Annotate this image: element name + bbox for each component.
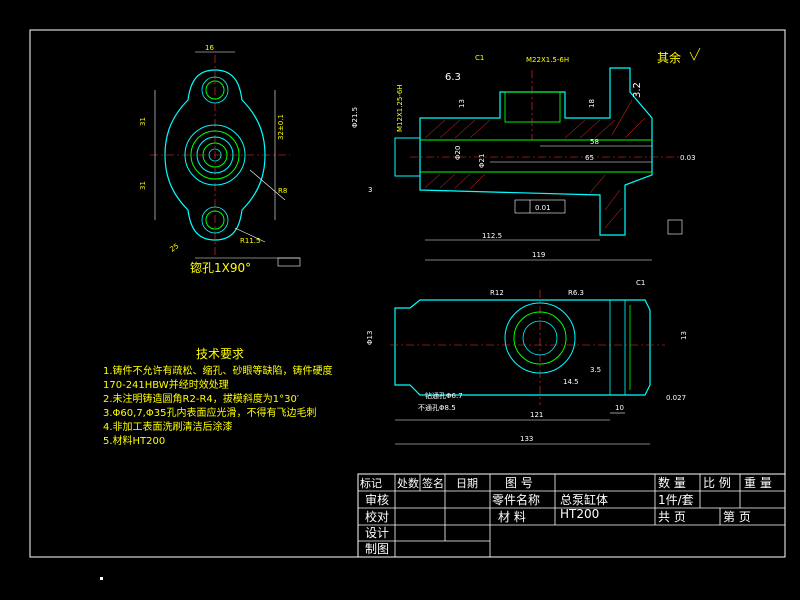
dim-c1-bottom: C1 bbox=[636, 279, 645, 287]
dim-58: 58 bbox=[590, 138, 599, 146]
dim-119: 119 bbox=[532, 251, 545, 259]
dim-d13b: 13 bbox=[680, 331, 688, 340]
dim-31-top: 31 bbox=[139, 117, 147, 126]
dim-roughness-3-2: 3.2 bbox=[632, 82, 643, 98]
tb-designer-label: 设计 bbox=[365, 526, 389, 540]
tech-req-title: 技术要求 bbox=[196, 347, 244, 361]
dim-m22: M22X1.5-6H bbox=[526, 56, 569, 64]
dim-c1-top: C1 bbox=[475, 54, 484, 62]
tech-req-item-2: 170-241HBW并经时效处理 bbox=[103, 378, 229, 391]
tb-part-name-label: 零件名称 bbox=[492, 492, 540, 507]
dim-phi13: Φ13 bbox=[366, 331, 374, 345]
dim-121: 121 bbox=[530, 411, 543, 419]
roughness-note: 其余 bbox=[657, 50, 681, 65]
drill-note: 钻通孔Φ6.7 bbox=[425, 391, 463, 400]
plan-view-bottom: 133 121 10 Φ13 13 R12 R6.3 C1 14.5 3.5 0… bbox=[366, 279, 688, 445]
dim-31-bottom: 31 bbox=[139, 181, 147, 190]
tb-date-label: 日期 bbox=[456, 477, 478, 490]
dim-phi21-5: Φ21.5 bbox=[351, 107, 359, 128]
tb-total-pages: 共 页 bbox=[658, 510, 686, 524]
tb-qty-value: 1件/套 bbox=[658, 493, 694, 507]
tb-checker-label: 校对 bbox=[365, 509, 389, 524]
tech-req-item-3: 2.未注明铸造圆角R2-R4，拔模斜度为1°30′ bbox=[103, 392, 300, 405]
title-block: 标记 处数 签名 日期 图 号 数 量 比 例 重 量 审核 零件名称 总泵缸体… bbox=[357, 473, 786, 558]
dim-3: 3 bbox=[368, 186, 372, 194]
dim-m12: M12X1.25-6H bbox=[396, 84, 404, 132]
dim-phi21: Φ21 bbox=[478, 154, 486, 168]
dim-0-03: 0.03 bbox=[680, 154, 696, 162]
tb-material-label: 材 料 bbox=[498, 510, 526, 524]
dim-3-5: 3.5 bbox=[590, 366, 601, 374]
tb-sign-label: 签名 bbox=[422, 476, 444, 490]
origin-marker bbox=[100, 577, 103, 580]
tech-req-item-6: 5.材料HT200 bbox=[103, 434, 165, 447]
dim-r8: R8 bbox=[278, 187, 287, 195]
section-view-top: 119 112.5 65 58 M22X1.5-6H C1 M12X1.25-6… bbox=[351, 47, 701, 261]
tb-part-name: 总泵缸体 bbox=[560, 492, 608, 507]
dim-13: 13 bbox=[458, 99, 466, 108]
tb-qty-label: 数 量 bbox=[658, 475, 686, 490]
tb-reviewer-label: 审核 bbox=[365, 492, 389, 507]
dim-tolerance-0-01: 0.01 bbox=[535, 204, 551, 212]
tech-req-item-1: 1.铸件不允许有疏松、缩孔、砂眼等缺陷，铸件硬度 bbox=[103, 364, 333, 377]
dim-112-5: 112.5 bbox=[482, 232, 502, 240]
tb-drawing-no-label: 图 号 bbox=[505, 476, 533, 490]
dim-r12: R12 bbox=[490, 289, 504, 297]
left-flange-view: 16 31 31 32±0.1 R8 R11.5 25 锪孔1X90° bbox=[139, 44, 301, 275]
tb-page-no: 第 页 bbox=[723, 510, 751, 524]
dim-0-027: 0.027 bbox=[666, 394, 686, 402]
tb-scale-label: 比 例 bbox=[703, 476, 731, 490]
tech-req-item-4: 3.Φ60,7,Φ35孔内表面应光滑，不得有飞边毛刺 bbox=[103, 406, 316, 419]
tb-count-label: 处数 bbox=[397, 477, 419, 490]
dim-r11-5: R11.5 bbox=[240, 237, 260, 245]
tb-mark-label: 标记 bbox=[360, 476, 382, 490]
dim-phi20: Φ20 bbox=[454, 146, 462, 160]
dim-r6-3: R6.3 bbox=[568, 289, 584, 297]
tech-requirements: 技术要求 1.铸件不允许有疏松、缩孔、砂眼等缺陷，铸件硬度 170-241HBW… bbox=[103, 347, 333, 447]
tb-weight-label: 重 量 bbox=[744, 476, 772, 490]
dim-roughness-6-3: 6.3 bbox=[445, 72, 461, 83]
tb-drafter-label: 制图 bbox=[365, 542, 389, 556]
dim-32: 32±0.1 bbox=[277, 114, 285, 140]
dim-65: 65 bbox=[585, 154, 594, 162]
dim-18: 18 bbox=[588, 99, 596, 108]
dim-16: 16 bbox=[205, 44, 214, 52]
dim-133: 133 bbox=[520, 435, 533, 443]
thread-depth-note: 不通孔Φ8.5 bbox=[418, 403, 456, 412]
dim-14-5: 14.5 bbox=[563, 378, 579, 386]
countersink-note: 锪孔1X90° bbox=[190, 260, 251, 275]
tb-material-value: HT200 bbox=[560, 507, 599, 521]
dim-25: 25 bbox=[169, 242, 181, 254]
dim-10: 10 bbox=[615, 404, 624, 412]
tech-req-item-5: 4.非加工表面洗刷清洁后涂漆 bbox=[103, 420, 233, 433]
